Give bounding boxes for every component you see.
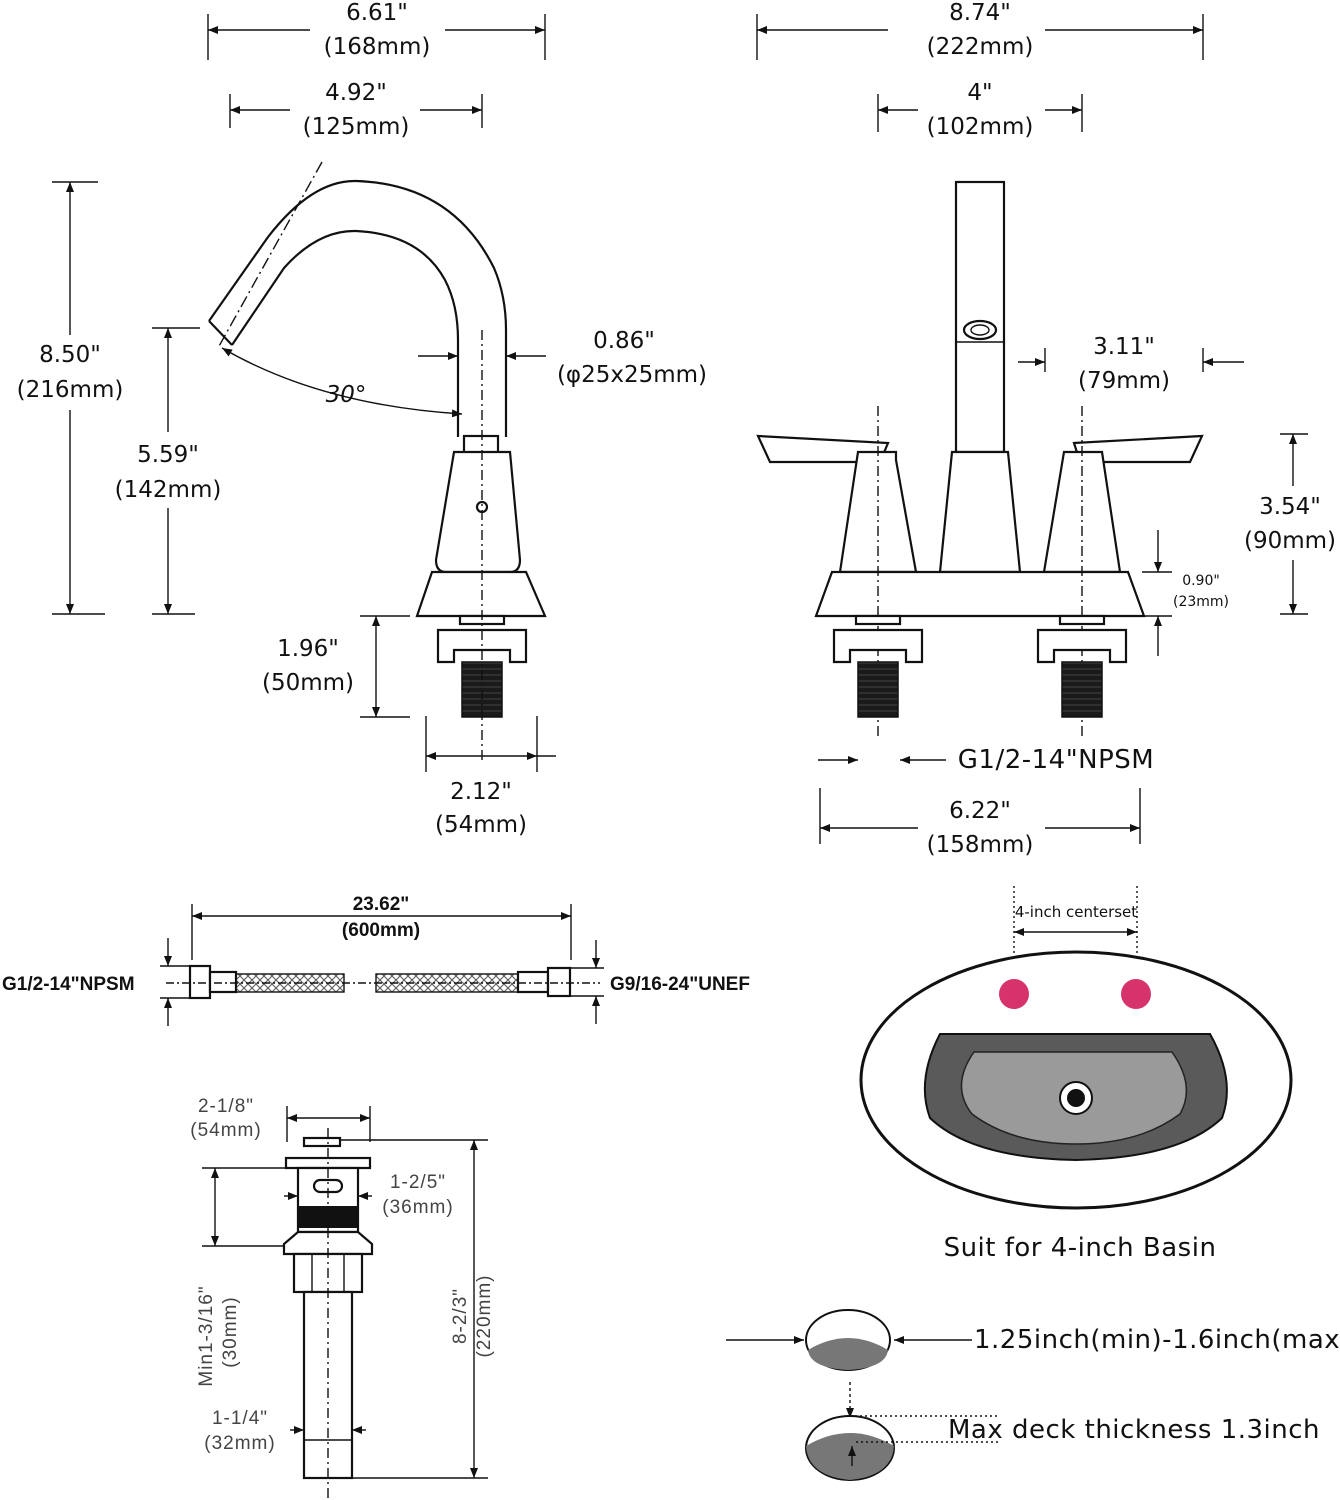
dim-side-base-width: 2.12" (54mm) xyxy=(425,716,556,838)
angle-annotation: 30° xyxy=(221,347,463,418)
dim-side-height-total: 8.50" (216mm) xyxy=(17,181,124,615)
basin-diagram: 4-inch centerset Suit for 4-inch Basin xyxy=(859,886,1293,1263)
dim-drain-tail: 1-1/4" (32mm) xyxy=(204,1408,366,1454)
dim-label-mm: (125mm) xyxy=(303,114,410,140)
hole-range-label: 1.25inch(min)-1.6inch(max) xyxy=(974,1325,1340,1355)
hose-left-thread: G1/2-14"NPSM xyxy=(2,974,135,995)
dim-label-in: 1-1/4" xyxy=(212,1408,268,1429)
faucet-front-body xyxy=(756,180,1204,740)
deck-diagram: 1.25inch(min)-1.6inch(max) Max deck thic… xyxy=(726,1309,1340,1481)
dim-front-base-height: 0.90" (23mm) xyxy=(1142,530,1229,656)
dim-label-mm: (φ25x25mm) xyxy=(557,362,707,388)
angle-label: 30° xyxy=(326,382,367,408)
basin-caption: Suit for 4-inch Basin xyxy=(944,1233,1217,1263)
dim-drain-body: 1-2/5" (36mm) xyxy=(284,1172,453,1218)
dim-side-width-total: 6.61" (168mm) xyxy=(207,0,546,60)
dim-label-mm: (222mm) xyxy=(927,34,1034,60)
dim-label-in: 6.61" xyxy=(346,0,408,26)
dim-label-in: 6.22" xyxy=(949,798,1011,824)
dim-label-mm: (54mm) xyxy=(435,812,527,838)
dim-label-mm: (102mm) xyxy=(927,114,1034,140)
side-view: 6.61" (168mm) 4.92" (125mm) 8.50" (216mm… xyxy=(17,0,707,838)
dim-drain-min: Min1-3/16" (30mm) xyxy=(196,1167,298,1387)
dim-label-mm: (158mm) xyxy=(927,832,1034,858)
thread-label: G1/2-14"NPSM xyxy=(958,745,1154,775)
dim-label-mm: (90mm) xyxy=(1244,528,1336,554)
dim-front-handle-height: 3.54" (90mm) xyxy=(1244,433,1336,615)
dim-label-mm: (220mm) xyxy=(474,1274,495,1357)
hose-left-ferrule xyxy=(208,970,238,994)
dim-label-mm: (30mm) xyxy=(220,1296,241,1367)
drain-body xyxy=(282,1128,374,1498)
faucet-hole-left xyxy=(999,979,1029,1009)
dim-label-in: 4.92" xyxy=(325,80,387,106)
dim-label-in: 1-2/5" xyxy=(390,1172,446,1193)
deck-thickness: Max deck thickness 1.3inch xyxy=(805,1415,1320,1481)
dim-label-in: 3.11" xyxy=(1093,334,1155,360)
dim-label-in: 8.74" xyxy=(949,0,1011,26)
dim-label-mm: (142mm) xyxy=(115,477,222,503)
drain-diagram: 2-1/8" (54mm) 1-2/5" (36mm) Min1-3/16" (… xyxy=(190,1096,495,1498)
front-view: 8.74" (222mm) 4" (102mm) xyxy=(756,0,1336,858)
dim-label-in: 8-2/3" xyxy=(450,1288,471,1344)
dim-label-in: 0.86" xyxy=(593,328,655,354)
hose-right-ferrule xyxy=(516,970,550,994)
dim-label-in: 2-1/8" xyxy=(198,1096,254,1117)
dim-side-shank-length: 1.96" (50mm) xyxy=(262,615,410,718)
dim-front-base-width: 6.22" (158mm) xyxy=(819,788,1141,858)
centerset-label: 4-inch centerset xyxy=(1015,903,1137,921)
dim-label-in: Min1-3/16" xyxy=(196,1285,217,1386)
dim-label-in: 1.96" xyxy=(277,636,339,662)
hose-left-nut xyxy=(188,964,212,1000)
dim-front-centerset: 4" (102mm) xyxy=(877,80,1083,140)
dim-label-mm: (168mm) xyxy=(324,34,431,60)
dim-front-thread: G1/2-14"NPSM xyxy=(818,745,1154,775)
dim-side-spout-height: 5.59" (142mm) xyxy=(115,327,222,615)
hose-right-nut xyxy=(546,966,572,998)
hose-length-in: 23.62" xyxy=(353,894,410,915)
dim-label-mm: (216mm) xyxy=(17,377,124,403)
dim-front-handle-reach: 3.11" (79mm) xyxy=(1018,334,1244,394)
dim-drain-total: 8-2/3" (220mm) xyxy=(340,1139,495,1479)
basin-drain-center xyxy=(1067,1089,1085,1107)
dim-label-mm: (79mm) xyxy=(1078,368,1170,394)
dim-label-in: 4" xyxy=(967,80,992,106)
dim-label-in: 0.90" xyxy=(1182,573,1220,589)
deck-hole-range: 1.25inch(min)-1.6inch(max) xyxy=(726,1309,1340,1371)
dim-side-spout-reach: 4.92" (125mm) xyxy=(229,80,483,140)
faucet-hole-right xyxy=(1121,979,1151,1009)
dim-drain-cap: 2-1/8" (54mm) xyxy=(190,1096,371,1142)
dim-side-spout-tube: 0.86" (φ25x25mm) xyxy=(418,328,707,388)
dim-label-mm: (32mm) xyxy=(204,1433,275,1454)
dim-label-mm: (50mm) xyxy=(262,670,354,696)
faucet-side-body xyxy=(208,161,547,760)
hose-diagram: 23.62" (600mm) G1/2-14"NPSM G9/16-24"UNE… xyxy=(2,894,750,1026)
hose-length-mm: (600mm) xyxy=(342,920,420,941)
deck-thickness-label: Max deck thickness 1.3inch xyxy=(948,1415,1320,1445)
dim-front-width-total: 8.74" (222mm) xyxy=(756,0,1204,60)
dim-label-in: 8.50" xyxy=(39,342,101,368)
dim-label-in: 5.59" xyxy=(137,442,199,468)
hose-right-thread: G9/16-24"UNEF xyxy=(610,974,750,995)
dim-label-mm: (23mm) xyxy=(1173,594,1229,610)
dim-label-in: 3.54" xyxy=(1259,494,1321,520)
dim-label-mm: (36mm) xyxy=(382,1197,453,1218)
dim-label-in: 2.12" xyxy=(450,779,512,805)
dim-label-mm: (54mm) xyxy=(190,1120,261,1141)
